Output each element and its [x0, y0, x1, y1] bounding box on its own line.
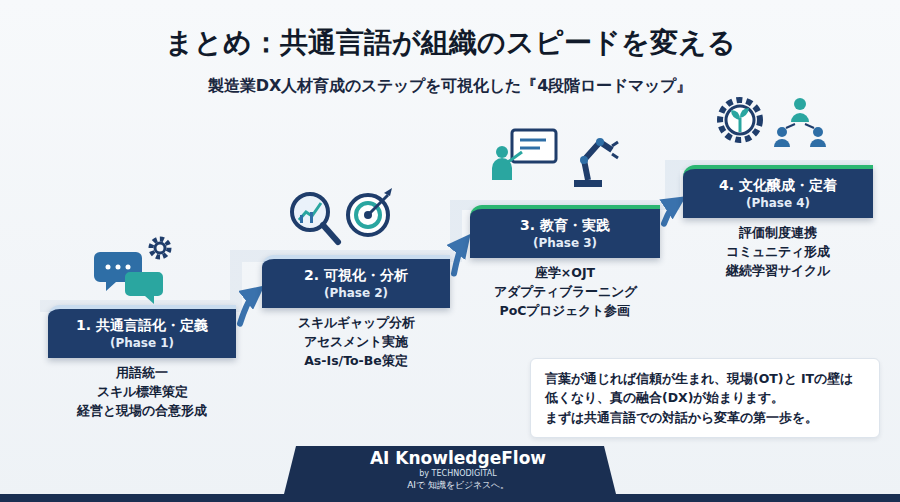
step-body: 用語統一スキル標準策定経営と現場の合意形成 — [48, 358, 236, 420]
step-title: 1. 共通言語化・定義 — [56, 316, 228, 335]
step-item: 用語統一 — [48, 364, 236, 383]
step-item: アダプティブラーニング — [470, 283, 660, 302]
caption: 製造業DX人材育成のステップを可視化した『4段階ロードマップ』 — [0, 76, 900, 97]
step-arrow — [664, 202, 677, 223]
step-item: コミュニティ形成 — [683, 243, 873, 262]
step-item: 継続学習サイクル — [683, 262, 873, 281]
step-node: 1. 共通言語化・定義(Phase 1)用語統一スキル標準策定経営と現場の合意形… — [48, 305, 236, 420]
step-title: 3. 教育・実践 — [478, 216, 652, 235]
step-node: 2. 可視化・分析(Phase 2)スキルギャップ分析アセスメント実施As-Is… — [262, 255, 450, 370]
footer-text: AIで 知識をビジネスへ。 — [296, 480, 620, 492]
title: まとめ：共通言語が組織のスピードを変える — [0, 24, 900, 62]
step-body: スキルギャップ分析アセスメント実施As-Is/To-Be策定 — [262, 308, 450, 370]
phase-label: (Phase 1) — [56, 335, 228, 351]
step-item: 評価制度連携 — [683, 224, 873, 243]
phase-label: (Phase 4) — [691, 195, 865, 211]
step-arrow — [454, 242, 464, 273]
step-item: 座学×OJT — [470, 264, 660, 283]
step-node: 4. 文化醸成・定着(Phase 4)評価制度連携コミュニティ形成継続学習サイク… — [683, 165, 873, 280]
step-item: PoCプロジェクト参画 — [470, 302, 660, 321]
step-item: 経営と現場の合意形成 — [48, 402, 236, 421]
step-item: スキルギャップ分析 — [262, 314, 450, 333]
footer-strip — [0, 494, 900, 502]
footer-node: AI KnowledgeFlowby TECHNODIGITALAIで 知識をビ… — [296, 448, 620, 491]
step-body: 評価制度連携コミュニティ形成継続学習サイクル — [683, 218, 873, 280]
step-item: As-Is/To-Be策定 — [262, 352, 450, 371]
note-box: 言葉が通じれば信頼が生まれ、現場(OT)と ITの壁は低くなり、真の融合(DX)… — [530, 358, 880, 438]
step-title: 4. 文化醸成・定着 — [691, 176, 865, 195]
culture-icon — [720, 98, 826, 147]
step-header: 2. 可視化・分析(Phase 2) — [262, 255, 450, 308]
footer-text: by TECHNODIGITAL — [296, 469, 620, 479]
phase-label: (Phase 2) — [270, 285, 442, 301]
step-item: スキル標準策定 — [48, 383, 236, 402]
step-header: 3. 教育・実践(Phase 3) — [470, 205, 660, 258]
step-header: 4. 文化醸成・定着(Phase 4) — [683, 165, 873, 218]
analysis-icon — [292, 188, 392, 242]
step-arrow — [240, 292, 256, 323]
step-body: 座学×OJTアダプティブラーニングPoCプロジェクト参画 — [470, 258, 660, 320]
training-icon — [492, 130, 618, 187]
step-header: 1. 共通言語化・定義(Phase 1) — [48, 305, 236, 358]
note-text: 言葉が通じれば信頼が生まれ、現場(OT)と ITの壁は低くなり、真の融合(DX)… — [545, 369, 865, 408]
note-text: まずは共通言語での対話から変革の第一歩を。 — [545, 408, 865, 427]
step-title: 2. 可視化・分析 — [270, 266, 442, 285]
step-node: 3. 教育・実践(Phase 3)座学×OJTアダプティブラーニングPoCプロジ… — [470, 205, 660, 320]
footer-text: AI KnowledgeFlow — [296, 448, 620, 469]
step-item: アセスメント実施 — [262, 333, 450, 352]
chat-icon — [94, 239, 169, 304]
phase-label: (Phase 3) — [478, 235, 652, 251]
